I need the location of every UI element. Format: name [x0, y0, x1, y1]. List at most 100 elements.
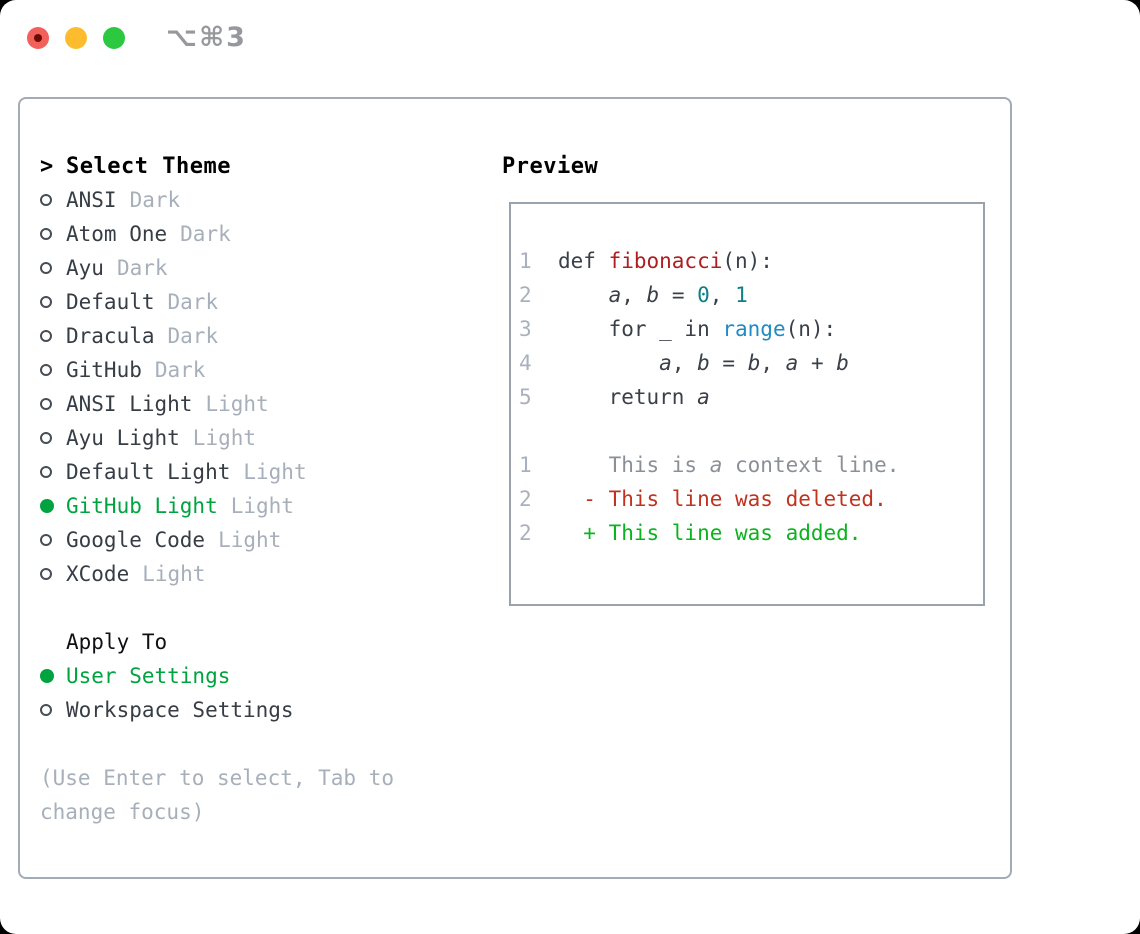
zoom-button[interactable]: [103, 27, 125, 49]
theme-name: Google Code: [66, 528, 206, 552]
theme-name: GitHub Light: [66, 494, 218, 518]
theme-variant-badge: Light: [218, 528, 282, 552]
code-segment-var: a: [785, 351, 799, 375]
code-segment-code: ,: [760, 351, 786, 375]
code-segment-code: for _ in: [558, 317, 723, 341]
theme-variant-badge: Dark: [167, 290, 219, 314]
code-segment-num: 1: [735, 283, 748, 307]
code-segment-context_var: a: [709, 453, 723, 477]
radio-icon: [40, 262, 52, 274]
radio-icon: [40, 534, 52, 546]
theme-option-atom-one[interactable]: Atom One Dark: [40, 217, 500, 251]
apply-option-user-settings[interactable]: User Settings: [40, 659, 500, 693]
theme-option-default[interactable]: Default Dark: [40, 285, 500, 319]
theme-name: Ayu Light: [66, 426, 180, 450]
line-number: 2: [519, 283, 532, 307]
theme-variant-badge: Dark: [129, 188, 181, 212]
radio-icon: [40, 296, 52, 308]
window-title: ⌥⌘3: [166, 22, 247, 53]
theme-option-ayu[interactable]: Ayu Dark: [40, 251, 500, 285]
theme-variant-badge: Light: [230, 494, 294, 518]
theme-variant-badge: Dark: [167, 324, 219, 348]
code-segment-deleted: - This line was deleted.: [558, 487, 887, 511]
theme-variant-badge: Dark: [180, 222, 231, 246]
apply-option-label: User Settings: [66, 664, 231, 688]
theme-option-google-code[interactable]: Google Code Light: [40, 523, 500, 557]
code-segment-context: context line.: [722, 453, 900, 477]
line-number: 3: [519, 317, 532, 341]
apply-option-label: Workspace Settings: [66, 698, 294, 722]
code-segment-code: [558, 283, 609, 307]
radio-icon: [40, 364, 52, 376]
theme-name: Default: [66, 290, 155, 314]
radio-icon: [40, 466, 52, 478]
radio-icon: [40, 568, 52, 580]
code-line: 1 This is a context line.: [519, 448, 983, 482]
footer-hint: (Use Enter to select, Tab to change focu…: [40, 766, 395, 824]
code-segment-code: def: [558, 249, 609, 273]
radio-icon: [40, 432, 52, 444]
code-segment-added: + This line was added.: [558, 521, 862, 545]
line-number: 1: [519, 249, 532, 273]
select-theme-title: Select Theme: [66, 153, 231, 179]
line-number: 2: [519, 521, 532, 545]
minimize-button[interactable]: [65, 27, 87, 49]
code-segment-func: fibonacci: [608, 249, 723, 273]
radio-icon: [40, 228, 52, 240]
theme-name: Ayu: [66, 256, 104, 280]
radio-icon: [40, 398, 52, 410]
theme-variant-badge: Dark: [154, 358, 206, 382]
radio-selected-icon: [40, 499, 54, 513]
code-line: [519, 414, 983, 448]
code-line: 3 for _ in range(n):: [519, 312, 983, 346]
prompt-caret-icon: >: [40, 153, 54, 179]
code-segment-var: b: [836, 351, 849, 375]
close-button[interactable]: [27, 27, 49, 49]
theme-option-ansi[interactable]: ANSI Dark: [40, 183, 500, 217]
line-number: 4: [519, 351, 532, 375]
code-segment-code: [558, 351, 659, 375]
code-line: 5 return a: [519, 380, 983, 414]
code-segment-num: 0: [697, 283, 710, 307]
apply-option-workspace-settings[interactable]: Workspace Settings: [40, 693, 500, 727]
theme-variant-badge: Dark: [116, 256, 168, 280]
spacer: [40, 591, 500, 625]
code-segment-code: ,: [671, 351, 698, 375]
code-segment-code: (n):: [785, 317, 837, 341]
code-segment-code: =: [709, 351, 748, 375]
theme-name: GitHub: [66, 358, 142, 382]
preview-title: Preview: [502, 153, 599, 179]
code-segment-context: This is: [558, 453, 710, 477]
theme-option-github-light[interactable]: GitHub Light Light: [40, 489, 500, 523]
code-segment-var: b: [747, 351, 761, 375]
code-segment-var: a: [659, 351, 672, 375]
theme-name: ANSI Light: [66, 392, 193, 416]
radio-icon: [40, 194, 52, 206]
theme-variant-badge: Light: [205, 392, 269, 416]
code-segment-var: b: [697, 351, 710, 375]
theme-name: ANSI: [66, 188, 117, 212]
line-number: 1: [519, 453, 532, 477]
radio-icon: [40, 330, 52, 342]
code-line: 1 def fibonacci(n):: [519, 244, 983, 278]
theme-option-dracula[interactable]: Dracula Dark: [40, 319, 500, 353]
code-segment-code: ,: [709, 283, 736, 307]
code-line: 2 + This line was added.: [519, 516, 983, 550]
theme-option-github[interactable]: GitHub Dark: [40, 353, 500, 387]
code-segment-var: b: [646, 283, 660, 307]
line-number: 2: [519, 487, 532, 511]
code-segment-code: (n):: [722, 249, 773, 273]
code-line: 2 a, b = 0, 1: [519, 278, 983, 312]
theme-variant-badge: Light: [243, 460, 307, 484]
theme-name: Atom One: [66, 222, 168, 246]
theme-name: Dracula: [66, 324, 155, 348]
code-segment-var: a: [608, 283, 622, 307]
theme-option-ansi-light[interactable]: ANSI Light Light: [40, 387, 500, 421]
